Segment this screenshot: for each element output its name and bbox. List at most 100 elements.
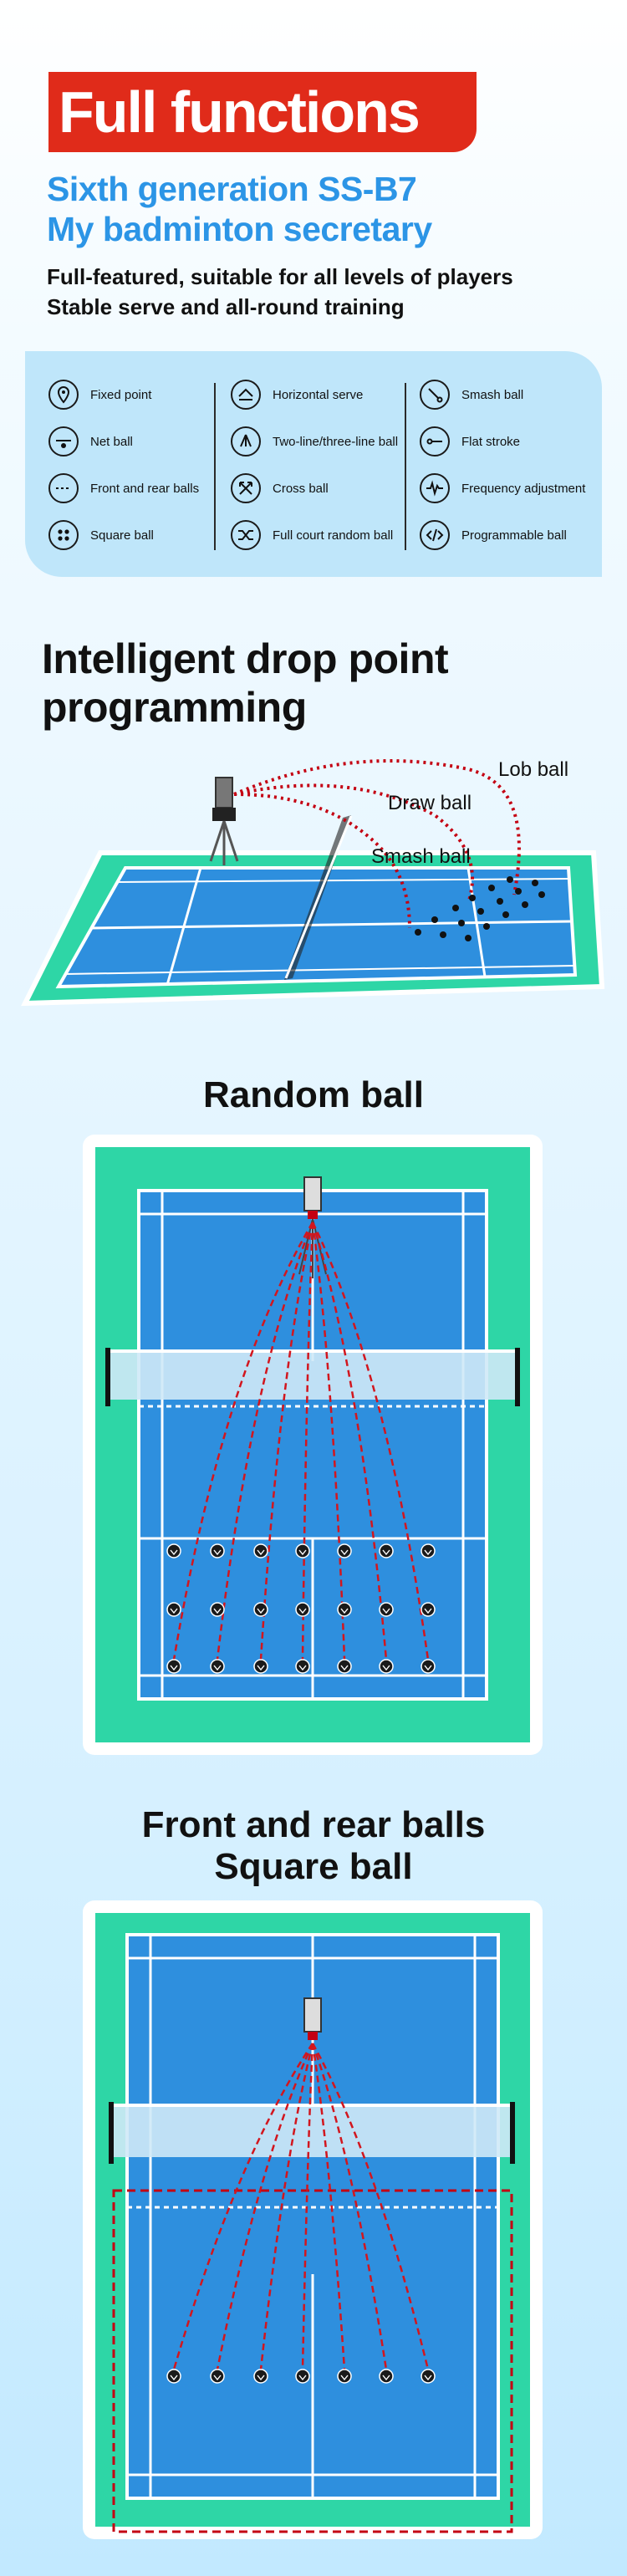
feature-front-rear: Front and rear balls — [48, 470, 199, 507]
shuttle-drop-point — [253, 1602, 268, 1617]
title-banner — [48, 72, 477, 152]
shuttle-mark — [382, 1665, 390, 1671]
shuttle-mark — [213, 1665, 222, 1671]
four-dots-icon — [48, 520, 79, 550]
shuttle-mark — [382, 1549, 390, 1556]
features-panel — [25, 351, 602, 577]
shuttle-mark — [340, 2375, 349, 2381]
shuttle-mark — [340, 1665, 349, 1671]
trajectory-line — [311, 1222, 430, 1660]
shuttle-mark — [424, 1549, 432, 1556]
description-line-1: Full-featured, suitable for all levels o… — [47, 264, 513, 289]
feature-fixed-point: Fixed point — [48, 376, 151, 413]
trajectory-line — [172, 2043, 314, 2370]
feature-smash-ball: Smash ball — [420, 376, 523, 413]
shuttle-drop-point — [210, 1543, 225, 1558]
section-title-line-2: programming — [42, 684, 307, 731]
multi-line-icon — [231, 426, 261, 457]
flat-line-icon — [420, 426, 450, 457]
feature-horizontal-serve: Horizontal serve — [231, 376, 363, 413]
shuttle-drop-point — [166, 1602, 181, 1617]
page-title: Full functions — [59, 79, 421, 145]
shuttle-drop-point — [337, 1602, 352, 1617]
shuttle-drop-point — [421, 1659, 436, 1674]
shuttle-mark — [170, 1549, 178, 1556]
shuttle-mark — [170, 2375, 178, 2381]
shuttle-mark — [382, 2375, 390, 2381]
pulse-icon — [420, 473, 450, 503]
shuttle-drop-point — [337, 2369, 352, 2384]
shuttle-mark — [170, 1665, 178, 1671]
shuttle-mark — [257, 1608, 265, 1614]
trajectory-line — [259, 2043, 314, 2370]
feature-flat-stroke: Flat stroke — [420, 423, 520, 460]
subtitle-line-1: Sixth generation SS-B7 — [47, 170, 417, 208]
feature-random-ball: Full court random ball — [231, 517, 393, 553]
shuttle-drop-point — [166, 1659, 181, 1674]
random-ball-court — [83, 1135, 543, 1755]
code-icon — [420, 520, 450, 550]
net-ball-icon — [48, 426, 79, 457]
trajectory-line — [259, 1222, 314, 1660]
shuttle-mark — [257, 1549, 265, 1556]
shuttle-mark — [298, 1665, 307, 1671]
shuttle-drop-point — [421, 1602, 436, 1617]
draw-ball-label: Draw ball — [388, 792, 472, 814]
trajectory-line — [311, 2043, 430, 2370]
shuttle-mark — [298, 2375, 307, 2381]
shuttle-mark — [257, 1665, 265, 1671]
shuttle-drop-point — [295, 1659, 310, 1674]
shuttle-drop-point — [295, 2369, 310, 2384]
shuttle-drop-point — [295, 1602, 310, 1617]
shuttle-mark — [424, 1665, 432, 1671]
shuttle-drop-point — [253, 2369, 268, 2384]
shuttle-mark — [340, 1549, 349, 1556]
shuttle-drop-point — [379, 1543, 394, 1558]
shuttle-drop-point — [166, 1543, 181, 1558]
shuttle-drop-point — [210, 1659, 225, 1674]
shuttle-drop-point — [379, 1659, 394, 1674]
shuttle-drop-point — [421, 1543, 436, 1558]
shuttle-drop-point — [210, 1602, 225, 1617]
feature-multi-line: Two-line/three-line ball — [231, 423, 398, 460]
shuttle-drop-point — [379, 1602, 394, 1617]
trajectory-line — [301, 1222, 314, 1660]
cross-arrows-icon — [231, 473, 261, 503]
feature-net-ball: Net ball — [48, 423, 133, 460]
shuttle-mark — [424, 2375, 432, 2381]
trajectory-line — [311, 2043, 346, 2370]
feature-cross-ball: Cross ball — [231, 470, 329, 507]
shuttle-mark — [170, 1608, 178, 1614]
shuttle-drop-point — [337, 1543, 352, 1558]
horizontal-arrows-icon — [231, 380, 261, 410]
location-pin-icon — [48, 380, 79, 410]
section-title-line-1: Intelligent drop point — [42, 635, 449, 682]
shuttle-mark — [213, 1549, 222, 1556]
trajectory-line — [172, 1222, 314, 1660]
shuttle-drop-point — [166, 2369, 181, 2384]
shuttle-mark — [382, 1608, 390, 1614]
shuttle-mark — [213, 1608, 222, 1614]
subtitle-line-2: My badminton secretary — [47, 210, 432, 248]
shuttle-mark — [298, 1608, 307, 1614]
shuttle-mark — [298, 1549, 307, 1556]
shuttle-drop-point — [337, 1659, 352, 1674]
feature-programmable: Programmable ball — [420, 517, 567, 553]
shuttle-mark — [424, 1608, 432, 1614]
shuttle-drop-point — [210, 2369, 225, 2384]
trajectory-line — [311, 2043, 388, 2370]
drop-point-court-illustration: Lob ball Draw ball Smash ball — [21, 758, 605, 1007]
feature-square-ball: Square ball — [48, 517, 154, 553]
dashed-line-icon — [48, 473, 79, 503]
shuttle-drop-point — [253, 1659, 268, 1674]
lob-ball-label: Lob ball — [498, 758, 568, 781]
trajectory-line — [311, 1222, 346, 1660]
shuttle-mark — [340, 1608, 349, 1614]
shuttle-drop-point — [253, 1543, 268, 1558]
column-divider — [214, 383, 216, 550]
shuffle-icon — [231, 520, 261, 550]
smash-icon — [420, 380, 450, 410]
trajectory-line — [216, 2043, 314, 2370]
description-line-2: Stable serve and all-round training — [47, 294, 405, 319]
square-ball-title: Square ball — [214, 1846, 413, 1887]
